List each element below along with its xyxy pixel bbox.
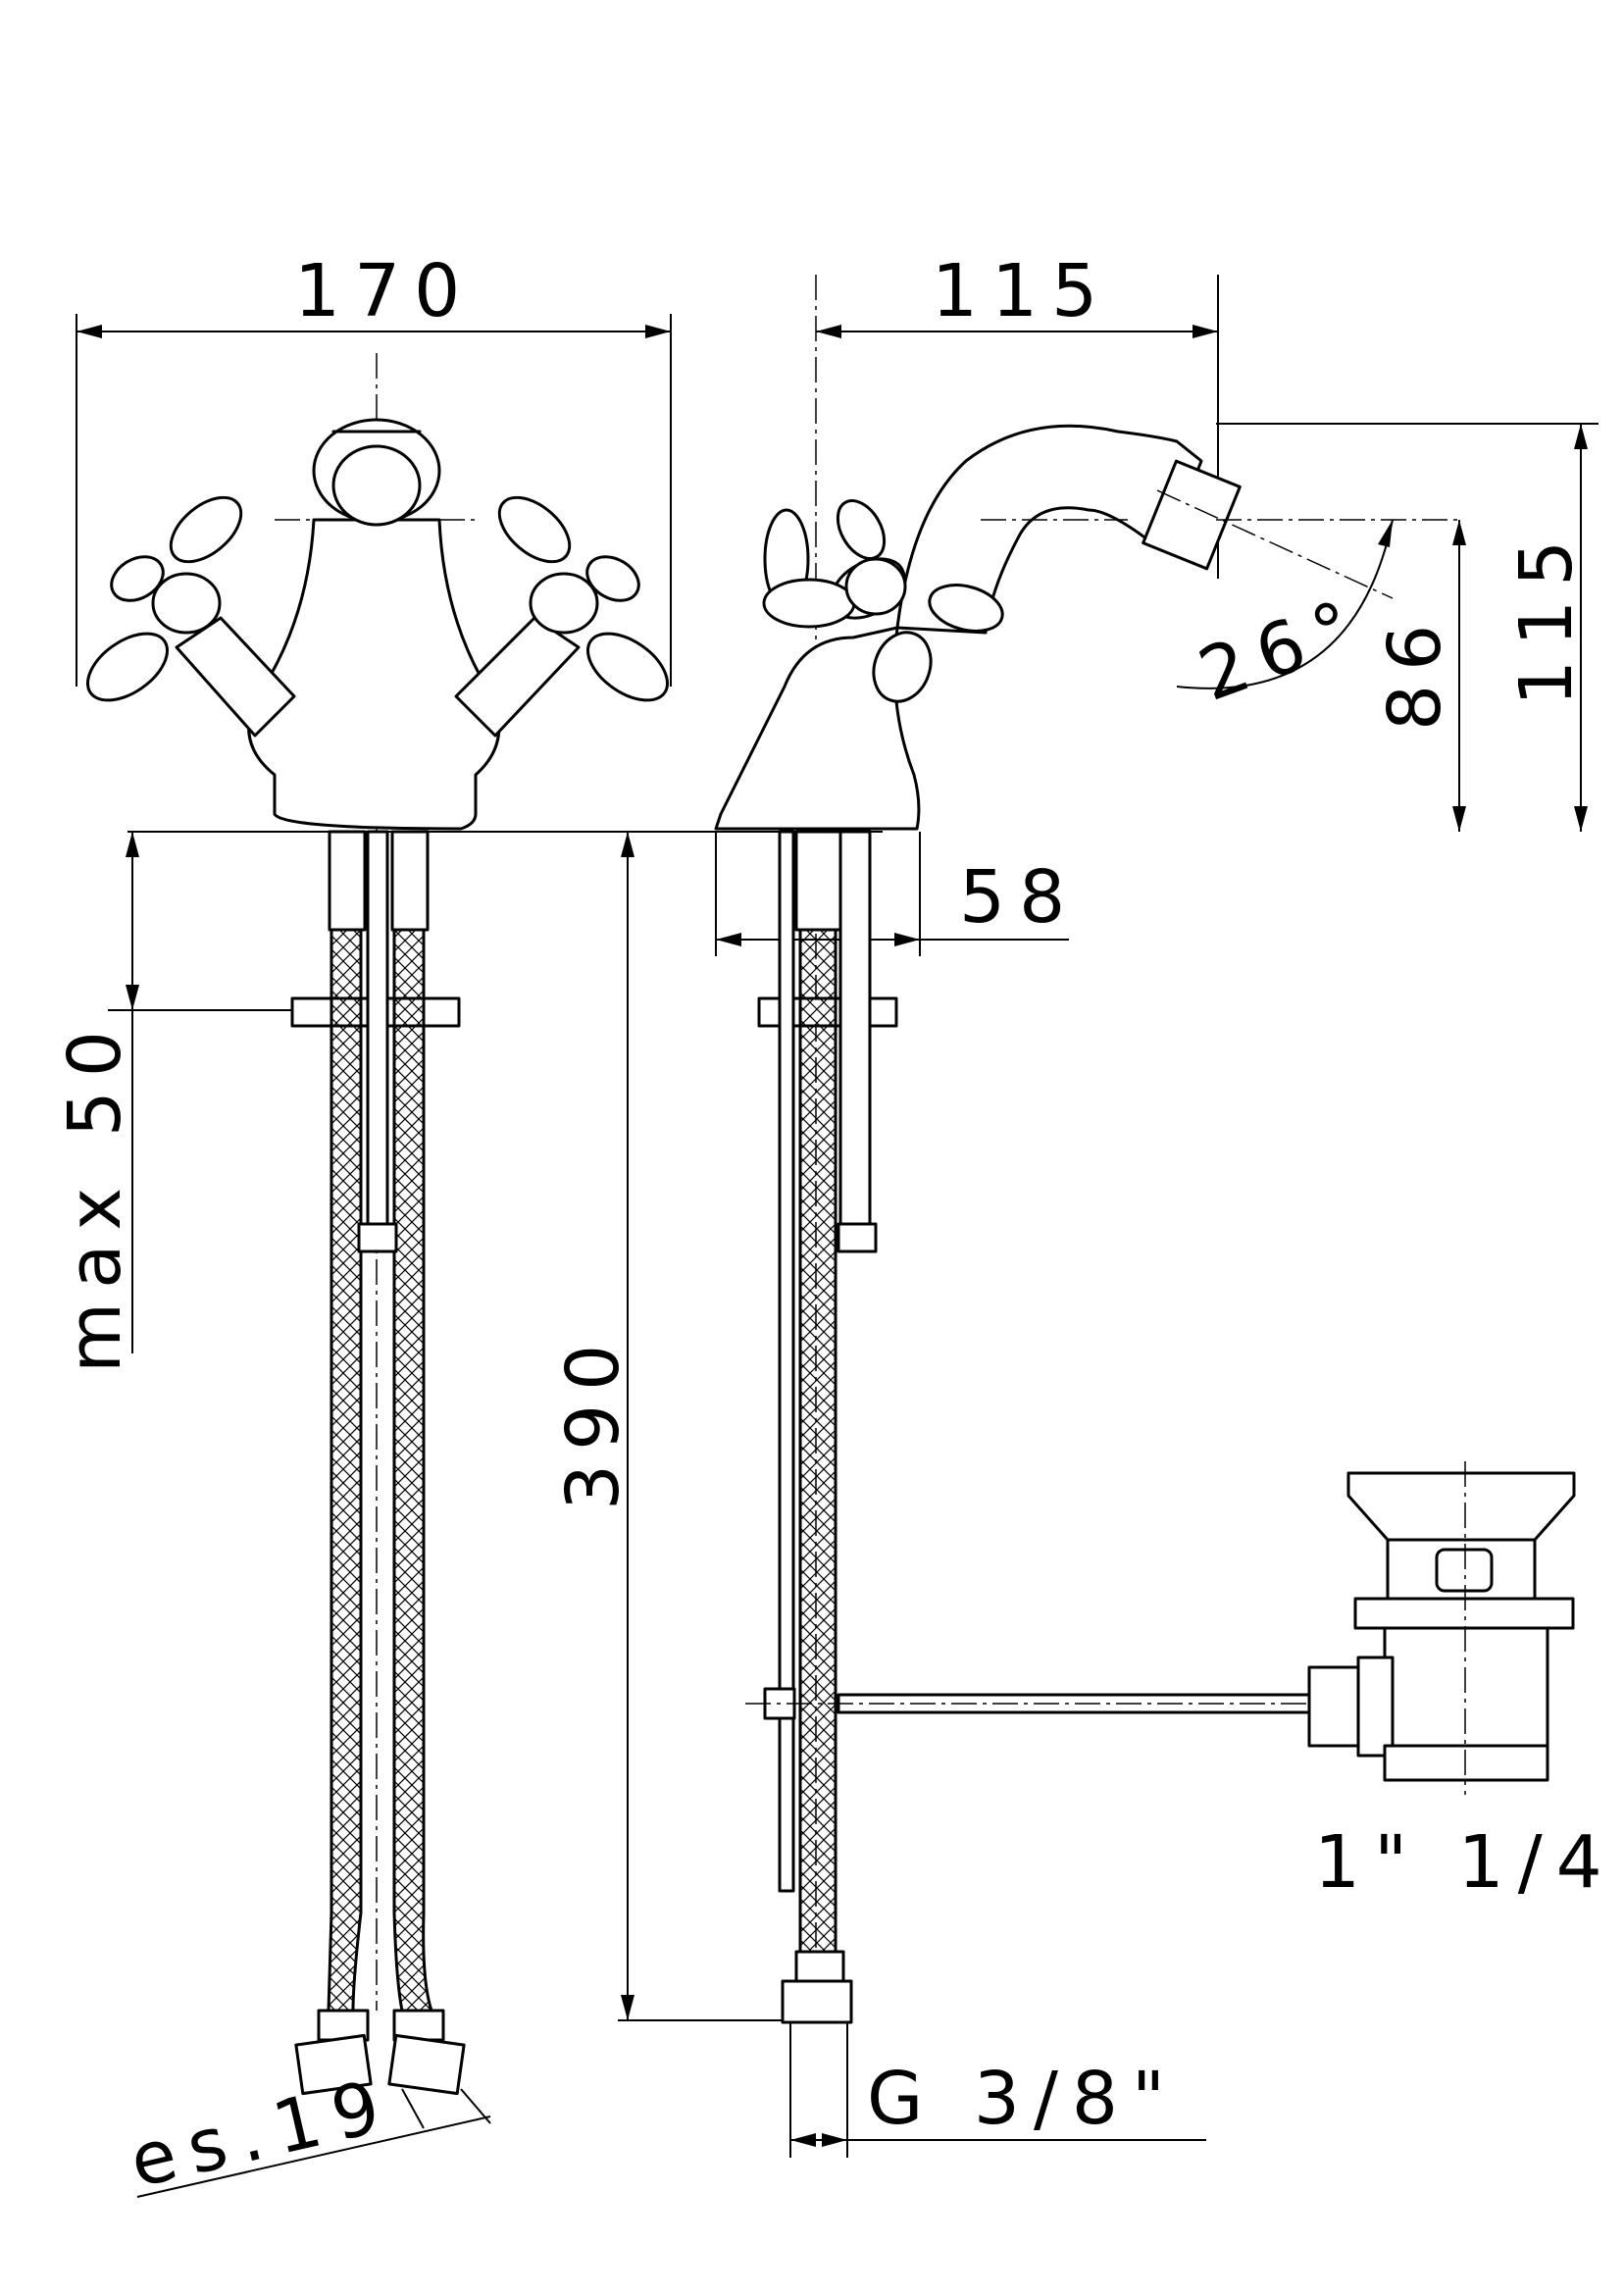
faucet-body-front — [247, 518, 501, 831]
dim-waste-label: 1" 1/4 — [1314, 1820, 1616, 1905]
spout — [895, 424, 1203, 635]
dim-115-depth: 115 — [815, 249, 1219, 2020]
front-view: 170 — [53, 249, 883, 2205]
right-cross-handle — [454, 495, 670, 738]
dim-390: 390 — [551, 832, 834, 2021]
dim-g-3-8: G 3/8" — [789, 2022, 1206, 2158]
side-hose — [798, 928, 837, 1954]
dim-58-label: 58 — [959, 855, 1079, 940]
dim-max-50-label: max 50 — [53, 1017, 137, 1373]
dim-390-label: 390 — [551, 1331, 635, 1510]
left-hose — [327, 928, 363, 2013]
dim-170-label: 170 — [294, 249, 474, 333]
dim-115-depth-label: 115 — [932, 249, 1111, 333]
dim-g-3-8-label: G 3/8" — [867, 2057, 1179, 2141]
faucet-body-side — [714, 626, 921, 831]
dim-115-height-label: 115 — [1504, 527, 1589, 706]
right-hose — [392, 928, 434, 2013]
dim-max-50: max 50 — [53, 832, 294, 1373]
dim-115-height: 115 — [1216, 423, 1599, 832]
dim-86-label: 86 — [1373, 611, 1457, 731]
dim-86: 86 — [1373, 520, 1466, 832]
side-view: 115 26° 115 — [551, 249, 1616, 2158]
left-cross-handle — [85, 495, 296, 738]
dim-es-19-label: es.19 — [123, 2063, 401, 2205]
dim-angle-label: 26° — [1189, 581, 1377, 718]
dim-170: 170 — [76, 249, 672, 687]
side-cross-handle — [762, 499, 1004, 703]
waste-fitting — [1307, 1461, 1576, 1795]
